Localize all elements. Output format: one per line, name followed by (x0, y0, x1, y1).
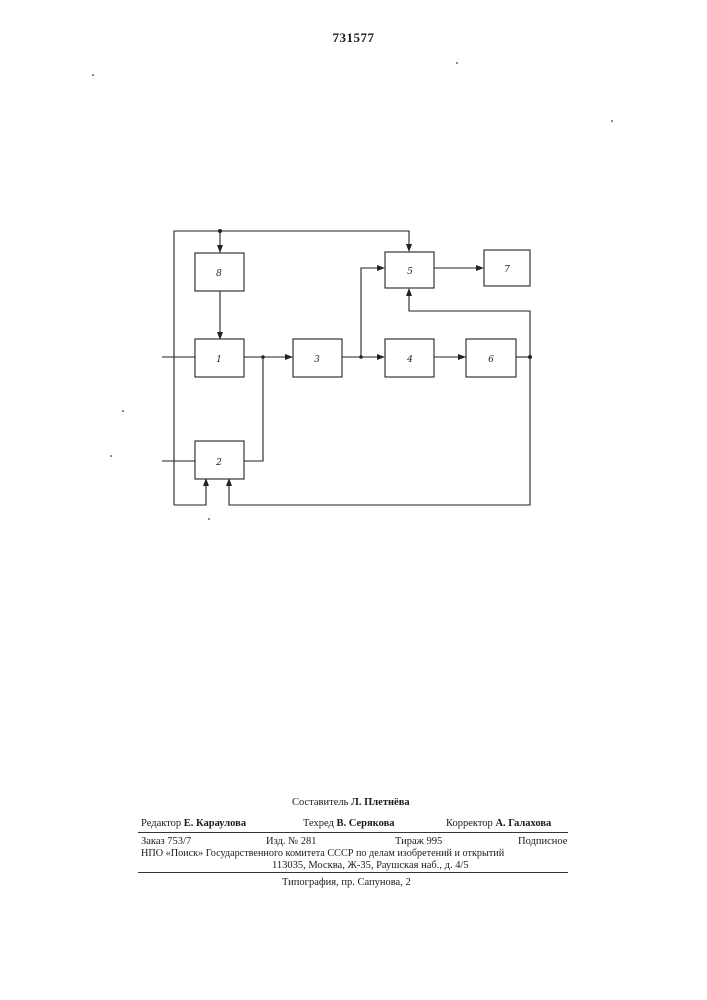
divider-bottom (138, 872, 568, 873)
compiler-name: Л. Плетнёва (351, 797, 410, 808)
corrector-line: Корректор А. Галахова (446, 818, 551, 829)
organization-line: НПО «Поиск» Государственного комитета СС… (141, 848, 504, 859)
address-line: 113035, Москва, Ж-35, Раушская наб., д. … (272, 860, 469, 871)
techred-name: В. Серякова (337, 818, 395, 829)
editor-label: Редактор (141, 818, 181, 829)
compiler-line: Составитель Л. Плетнёва (292, 797, 410, 808)
print-line: Типография, пр. Сапунова, 2 (282, 877, 411, 888)
order-number: Заказ 753/7 (141, 836, 191, 847)
editor-line: Редактор Е. Караулова (141, 818, 246, 829)
edition-number: Изд. № 281 (266, 836, 317, 847)
compiler-label: Составитель (292, 797, 348, 808)
corrector-name: А. Галахова (495, 818, 551, 829)
techred-line: Техред В. Серякова (303, 818, 395, 829)
divider-top (138, 832, 568, 833)
circulation: Тираж 995 (395, 836, 442, 847)
editor-name: Е. Караулова (184, 818, 246, 829)
techred-label: Техред (303, 818, 334, 829)
subscription: Подписное (518, 836, 567, 847)
corrector-label: Корректор (446, 818, 493, 829)
